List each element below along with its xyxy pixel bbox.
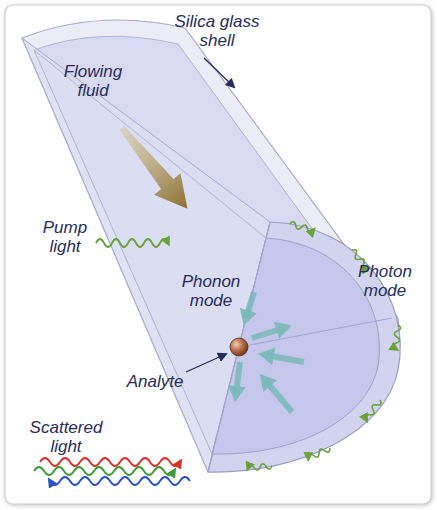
face-line	[239, 222, 270, 347]
photon-wave	[289, 221, 314, 233]
frame	[5, 5, 431, 504]
scattered-wave	[40, 458, 180, 466]
scattered-wave	[34, 467, 174, 475]
phonon-arrow	[265, 380, 292, 412]
core-edge	[34, 50, 212, 454]
label: Analyte	[120, 372, 190, 391]
phonon-arrow	[246, 292, 254, 318]
leader-arrow	[204, 58, 234, 87]
shell-face	[208, 222, 400, 472]
flow-arrow	[109, 117, 201, 219]
label: Pump light	[36, 218, 94, 256]
label: Flowing fluid	[56, 62, 130, 100]
core-edge	[34, 50, 266, 238]
photon-wave	[248, 463, 272, 471]
photon-waves	[248, 221, 401, 471]
phonon-arrow	[236, 362, 240, 394]
label: Scattered light	[24, 418, 108, 456]
leader-arrow	[186, 354, 226, 372]
core-face	[212, 238, 379, 454]
face-line	[239, 318, 392, 347]
phonon-arrow	[266, 355, 304, 362]
label: Photon mode	[350, 262, 420, 300]
analyte-sphere	[230, 338, 248, 356]
photon-wave	[307, 445, 331, 461]
label: Phonon mode	[176, 272, 246, 310]
scattered-wave	[50, 477, 190, 485]
pump-wave	[96, 239, 168, 247]
phonon-arrow	[252, 328, 284, 338]
photon-wave	[393, 325, 401, 349]
face-line	[208, 347, 239, 472]
photon-wave	[364, 398, 383, 421]
label: Silica glass shell	[166, 12, 268, 50]
